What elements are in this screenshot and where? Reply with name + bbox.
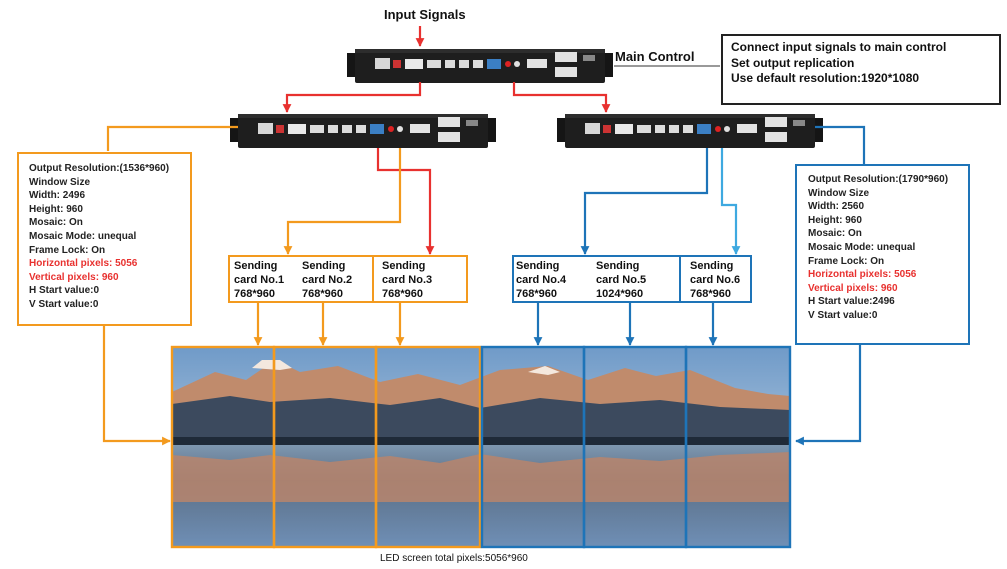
left-setting: Mosaic: On (29, 217, 83, 229)
left-setting: H Start value:0 (29, 285, 100, 297)
left-setting: V Start value:0 (29, 298, 99, 310)
right-setting: Height: 960 (808, 214, 862, 226)
sending-card-6: Sending card No.6 768*960 (690, 259, 740, 301)
main-to-right-arrow (512, 82, 611, 113)
notes-box: Connect input signals to main control Se… (721, 34, 1001, 105)
main-to-left-arrow (282, 82, 422, 113)
card-resolution: 768*960 (382, 288, 423, 300)
right-setting: Mosaic Mode: unequal (808, 241, 916, 253)
left-setting: Mosaic Mode: unequal (29, 230, 137, 242)
card-label: card No.3 (382, 274, 433, 286)
sending-card-2: Sending card No.2 768*960 (302, 259, 352, 301)
card-label: card No.5 (596, 274, 647, 286)
right-setting: H Start value:2496 (808, 296, 895, 308)
sending-card-1: Sending card No.1 768*960 (234, 259, 284, 301)
right-to-card6-arrow (720, 148, 741, 255)
card-label: Sending (302, 260, 346, 272)
right-setting: Horizontal pixels: 5056 (808, 269, 917, 281)
left-settings-panel: Output Resolution:(1536*960) Window Size… (17, 152, 192, 326)
left-setting: Window Size (29, 176, 91, 188)
card-label: card No.1 (234, 274, 285, 286)
input-signals-label: Input Signals (384, 7, 466, 22)
left-to-card1-arrow (283, 148, 402, 255)
card-label: Sending (516, 260, 560, 272)
sending-card-3: Sending card No.3 768*960 (382, 259, 432, 301)
card-resolution: 1024*960 (596, 288, 644, 300)
left-setting: Height: 960 (29, 203, 83, 215)
right-setting: Window Size (808, 187, 870, 199)
sending-card-4: Sending card No.4 768*960 (516, 259, 566, 301)
right-setting: Frame Lock: On (808, 255, 885, 267)
main-control-label: Main Control (615, 49, 695, 64)
right-setting: V Start value:0 (808, 309, 878, 321)
left-setting: Width: 2496 (29, 190, 86, 202)
screen-section-6 (684, 345, 792, 549)
card-resolution: 768*960 (516, 288, 557, 300)
sending-card-group-right (512, 255, 752, 303)
right-panel-to-screen-arrow (795, 345, 862, 446)
left-setting: Frame Lock: On (29, 244, 106, 256)
card-resolution: 768*960 (302, 288, 343, 300)
left-setting: Vertical pixels: 960 (29, 271, 119, 283)
card-label: card No.6 (690, 274, 741, 286)
card-label: Sending (234, 260, 278, 272)
right-to-panel-line (815, 125, 866, 164)
note-line: Connect input signals to main control (731, 40, 947, 54)
sending-card-group-left (228, 255, 468, 303)
left-setting: Output Resolution:(1536*960) (29, 163, 170, 174)
card-label: card No.2 (302, 274, 353, 286)
left-to-card3-arrow (376, 148, 435, 255)
card-label: Sending (382, 260, 426, 272)
screen-section-3 (374, 345, 482, 549)
card-resolution: 768*960 (690, 288, 731, 300)
right-setting: Vertical pixels: 960 (808, 282, 898, 294)
right-setting: Output Resolution:(1790*960) (808, 174, 949, 185)
note-line: Use default resolution:1920*1080 (731, 71, 920, 85)
right-settings-panel: Output Resolution:(1790*960) Window Size… (795, 164, 970, 345)
sending-card-5: Sending card No.5 1024*960 (596, 259, 646, 301)
card-label: Sending (690, 260, 734, 272)
left-panel-to-screen-arrow (102, 325, 171, 446)
card-label: Sending (596, 260, 640, 272)
card-label: card No.4 (516, 274, 567, 286)
main-control-device (347, 49, 613, 83)
right-setting: Width: 2560 (808, 201, 865, 213)
left-processor-device (230, 114, 496, 148)
note-line: Set output replication (731, 55, 855, 70)
right-to-card4-arrow (580, 148, 709, 255)
right-setting: Mosaic: On (808, 228, 862, 240)
left-to-panel-line (106, 125, 238, 151)
left-setting: Horizontal pixels: 5056 (29, 258, 138, 270)
right-processor-device (557, 114, 823, 148)
card-resolution: 768*960 (234, 288, 275, 300)
led-total-label: LED screen total pixels:5056*960 (380, 553, 528, 564)
